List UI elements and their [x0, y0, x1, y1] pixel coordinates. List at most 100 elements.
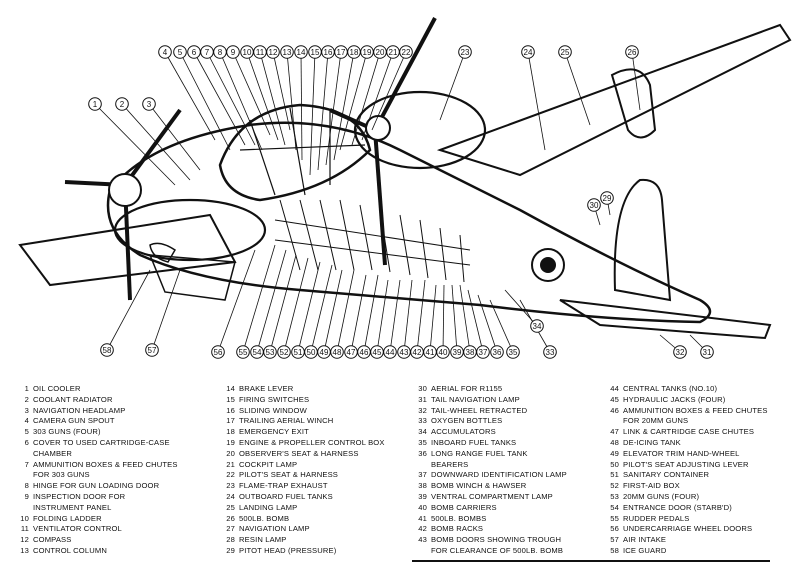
legend-number: 12 — [20, 535, 29, 545]
callout-number: 50 — [307, 348, 316, 357]
callout-number: 35 — [509, 348, 518, 357]
legend-text: PILOT'S SEAT ADJUSTING LEVER — [623, 459, 749, 469]
wing-bomb — [610, 68, 657, 139]
callout-35: 35 — [489, 299, 520, 359]
aircraft-drawing — [18, 17, 792, 340]
legend-text: ENTRANCE DOOR (STARB'D) — [623, 502, 732, 512]
callout-8: 8 — [213, 45, 263, 151]
legend-text: COMPASS — [33, 535, 72, 545]
callout-18: 18 — [333, 45, 361, 161]
callout-number: 44 — [386, 348, 395, 357]
legend-text-continued: FOR CLEARANCE OF 500LB. BOMB — [431, 545, 564, 555]
legend-text: HINGE FOR GUN LOADING DOOR — [33, 481, 160, 491]
callout-circle — [558, 45, 572, 59]
legend-text: NAVIGATION HEADLAMP — [33, 405, 126, 415]
callout-leader-line — [489, 299, 514, 353]
legend-text: FLAME-TRAP EXHAUST — [239, 481, 328, 491]
callout-number: 19 — [363, 48, 372, 57]
legend-number: 16 — [226, 405, 235, 415]
callout-number: 48 — [333, 348, 342, 357]
callout-43: 43 — [397, 279, 413, 359]
callout-leader-line — [371, 51, 407, 131]
callout-circle — [158, 45, 172, 59]
legend-number: 28 — [226, 535, 235, 545]
callout-7: 7 — [200, 45, 256, 146]
callout-leader-line — [148, 103, 201, 171]
callout-circle — [397, 345, 411, 359]
legend-text: BRAKE LEVER — [239, 384, 294, 393]
callout-leader-line — [272, 51, 291, 131]
callout-leader-line — [283, 257, 309, 353]
legend-number: 7 — [24, 459, 29, 469]
legend-item: 37 DOWNWARD IDENTIFICATION LAMP — [412, 470, 598, 481]
callout-number: 12 — [269, 48, 278, 57]
callout-leader-line — [527, 51, 546, 151]
callout-number: 25 — [561, 48, 570, 57]
legend-text: RUDDER PEDALS — [623, 513, 690, 523]
callout-number: 26 — [628, 48, 637, 57]
legend-text: CAMERA GUN SPOUT — [33, 416, 115, 426]
callout-number: 6 — [192, 48, 197, 57]
callout-14: 14 — [294, 45, 308, 161]
legend-number: 37 — [418, 470, 427, 480]
callout-41: 41 — [423, 284, 437, 359]
legend-number: 47 — [610, 427, 619, 437]
legend-number: 36 — [418, 448, 427, 458]
callout-leader-line — [297, 261, 321, 353]
legend-number: 8 — [24, 481, 29, 491]
legend-number: 29 — [226, 545, 235, 555]
legend-text: TRAILING AERIAL WINCH — [239, 416, 334, 426]
callout-58: 58 — [100, 269, 151, 357]
tail-fin — [613, 178, 672, 302]
legend-text: PITOT HEAD (PRESSURE) — [239, 545, 337, 555]
cutaway-hatching — [274, 199, 471, 283]
callout-number: 3 — [147, 100, 152, 109]
legend-number: 15 — [226, 394, 235, 404]
legend-text-continued: FOR 20MM GUNS — [623, 416, 689, 426]
legend-number: 45 — [610, 394, 619, 404]
callout-leader-line — [403, 279, 413, 353]
callout-leader-line — [504, 289, 538, 327]
callout-circle — [521, 45, 535, 59]
callout-15: 15 — [308, 45, 322, 176]
callout-circle — [344, 345, 358, 359]
legend-text: CONTROL COLUMN — [33, 545, 107, 555]
legend-text: 20MM GUNS (FOUR) — [623, 491, 700, 501]
legend-text: BOMB RACKS — [431, 524, 484, 534]
callout-number: 36 — [493, 348, 502, 357]
callout-circle — [700, 345, 714, 359]
callout-31: 31 — [689, 334, 714, 359]
callout-number: 41 — [426, 348, 435, 357]
callout-number: 45 — [373, 348, 382, 357]
legend-number: 44 — [610, 384, 619, 393]
legend-number: 14 — [226, 384, 235, 393]
callout-38: 38 — [459, 284, 477, 359]
callout-45: 45 — [370, 279, 389, 359]
callout-44: 44 — [383, 279, 401, 359]
legend-text: DOWNWARD IDENTIFICATION LAMP — [431, 470, 567, 480]
callout-6: 6 — [187, 45, 246, 146]
undercarriage-doors — [148, 254, 236, 301]
callout-leader-line — [106, 269, 151, 351]
callout-leader-line — [242, 244, 276, 353]
callout-33: 33 — [519, 299, 557, 359]
legend-number: 46 — [610, 405, 619, 415]
legend-text: SANITARY CONTAINER — [623, 470, 710, 480]
legend-number: 55 — [610, 513, 619, 523]
callout-56: 56 — [211, 249, 256, 359]
callout-circle — [625, 45, 639, 59]
